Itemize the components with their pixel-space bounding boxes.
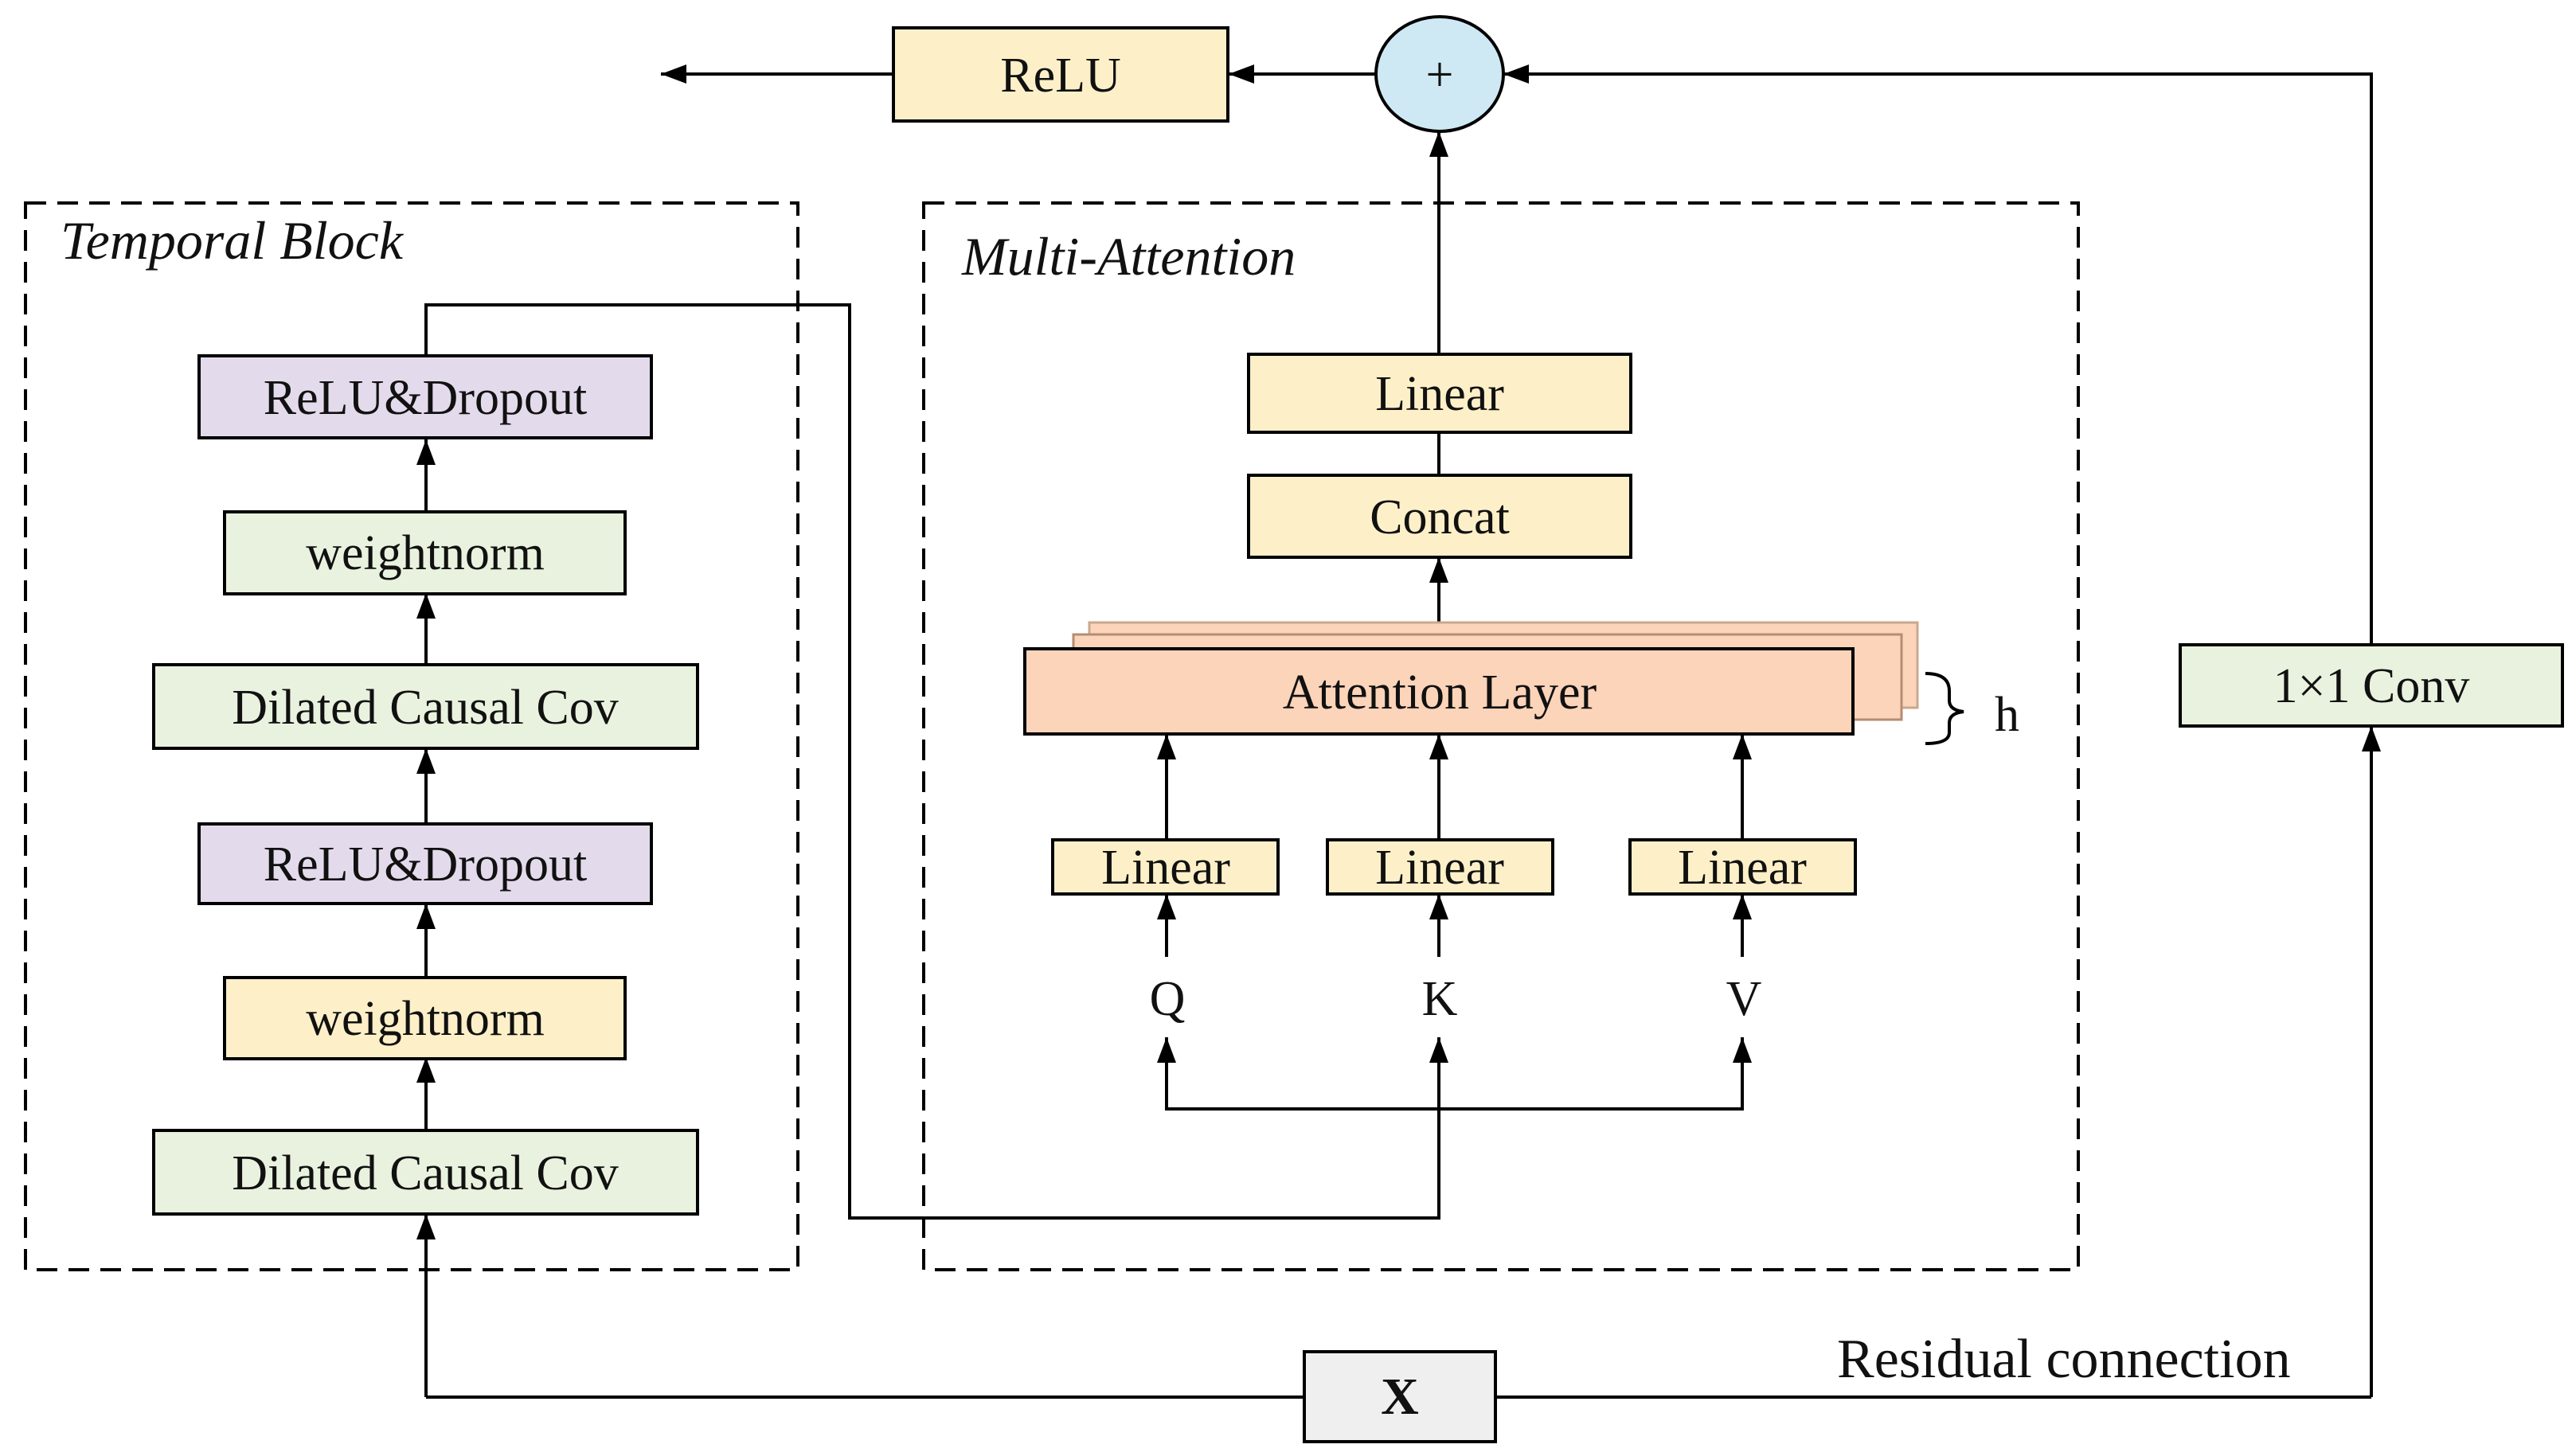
linear-output-box: Linear — [1247, 353, 1632, 434]
input-x-box: X — [1303, 1350, 1497, 1443]
linear-output-label: Linear — [1375, 367, 1504, 421]
weightnorm-top-box: weightnorm — [223, 510, 627, 595]
plus-node: + — [1374, 15, 1505, 133]
relu-output-label: ReLU — [1000, 49, 1121, 103]
linear-k-label: Linear — [1375, 841, 1504, 895]
connector-to-v — [1439, 1037, 1752, 1111]
concat-label: Concat — [1370, 490, 1510, 545]
attention-layer-box: Attention Layer — [1023, 647, 1855, 736]
residual-connection-label: Residual connection — [1837, 1329, 2291, 1390]
plus-label: + — [1426, 48, 1454, 102]
temporal-block-frame — [24, 201, 799, 1271]
relu-dropout-bottom-box: ReLU&Dropout — [197, 822, 653, 905]
multi-attention-title: Multi-Attention — [961, 226, 1296, 287]
heads-brace — [1925, 672, 1964, 745]
linear-v-label: Linear — [1678, 841, 1807, 895]
k-label: K — [1422, 972, 1458, 1026]
dilated-conv-top-label: Dilated Causal Cov — [232, 681, 619, 735]
relu-dropout-bottom-label: ReLU&Dropout — [264, 837, 587, 892]
relu-output-box: ReLU — [892, 26, 1229, 123]
linear-k-box: Linear — [1326, 838, 1554, 896]
temporal-block-title: Temporal Block — [61, 210, 405, 271]
linear-q-label: Linear — [1101, 841, 1230, 895]
heads-label: h — [1995, 688, 2019, 742]
dilated-conv-bottom-label: Dilated Causal Cov — [232, 1146, 619, 1200]
connector-temporal-to-attention — [424, 303, 1448, 1220]
attention-layer-label: Attention Layer — [1283, 666, 1597, 720]
v-label: V — [1726, 972, 1762, 1026]
linear-v-box: Linear — [1628, 838, 1857, 896]
relu-dropout-top-label: ReLU&Dropout — [264, 371, 587, 425]
input-x-label: X — [1381, 1368, 1419, 1426]
concat-box: Concat — [1247, 474, 1632, 559]
weightnorm-bottom-label: weightnorm — [306, 992, 545, 1046]
weightnorm-top-label: weightnorm — [306, 526, 545, 580]
weightnorm-bottom-box: weightnorm — [223, 976, 627, 1060]
relu-dropout-top-box: ReLU&Dropout — [197, 354, 653, 439]
connector-to-q — [1157, 1037, 1439, 1111]
q-label: Q — [1150, 972, 1186, 1026]
conv1x1-label: 1×1 Conv — [2273, 659, 2470, 713]
dilated-conv-bottom-box: Dilated Causal Cov — [152, 1129, 699, 1216]
multi-attention-frame — [922, 201, 2080, 1271]
dilated-conv-top-box: Dilated Causal Cov — [152, 663, 699, 750]
linear-q-box: Linear — [1051, 838, 1280, 896]
conv1x1-box: 1×1 Conv — [2179, 643, 2564, 728]
arrow-conv1x1-to-plus — [1503, 64, 2373, 645]
